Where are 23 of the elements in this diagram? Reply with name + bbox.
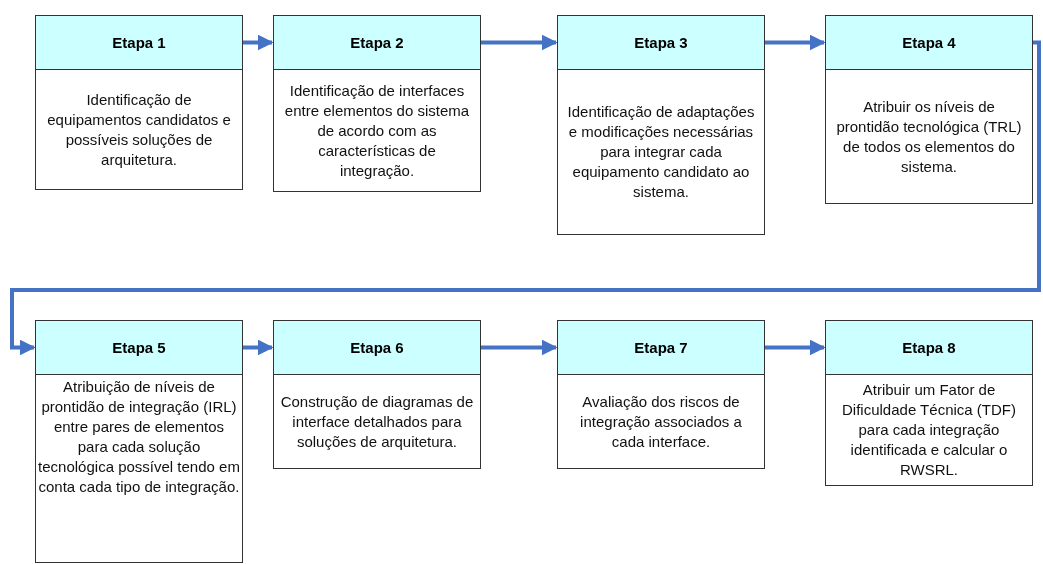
arrow <box>481 339 558 356</box>
step-title: Etapa 1 <box>112 34 166 51</box>
step-description: Atribuição de níveis de prontidão de integração (IRL) entre pares de elementos para cada solução tecnológica possível tendo em conta cada tipo de integração. <box>38 377 240 497</box>
step-title: Etapa 2 <box>350 34 404 51</box>
step-title: Etapa 4 <box>902 34 956 51</box>
step-title: Etapa 3 <box>634 34 688 51</box>
step-description: Atribuir um Fator de Dificuldade Técnica (TDF) para cada integração identificada e calcular o RWSRL. <box>841 380 1017 480</box>
step-title: Etapa 7 <box>634 339 688 356</box>
step-description: Identificação de adaptações e modificações necessárias para integrar cada equipamento candidato ao sistema. <box>566 102 756 202</box>
step-title: Etapa 6 <box>350 339 404 356</box>
arrow <box>243 339 274 356</box>
arrow <box>765 34 826 51</box>
step-description: Construção de diagramas de interface detalhados para soluções de arquitetura. <box>280 391 474 452</box>
arrow <box>10 40 1041 356</box>
arrow <box>481 34 558 51</box>
arrow <box>765 339 826 356</box>
step-description: Atribuir os níveis de prontidão tecnológica (TRL) de todos os elementos do sistema. <box>835 96 1023 177</box>
step-title: Etapa 8 <box>902 339 956 356</box>
step-description: Identificação de interfaces entre elementos do sistema de acordo com as características de integração. <box>283 80 471 181</box>
step-description: Identificação de equipamentos candidatos e possíveis soluções de arquitetura. <box>46 89 232 170</box>
arrow <box>243 34 274 51</box>
step-title: Etapa 5 <box>112 339 166 356</box>
step-description: Avaliação dos riscos de integração associados a cada interface. <box>579 391 743 452</box>
